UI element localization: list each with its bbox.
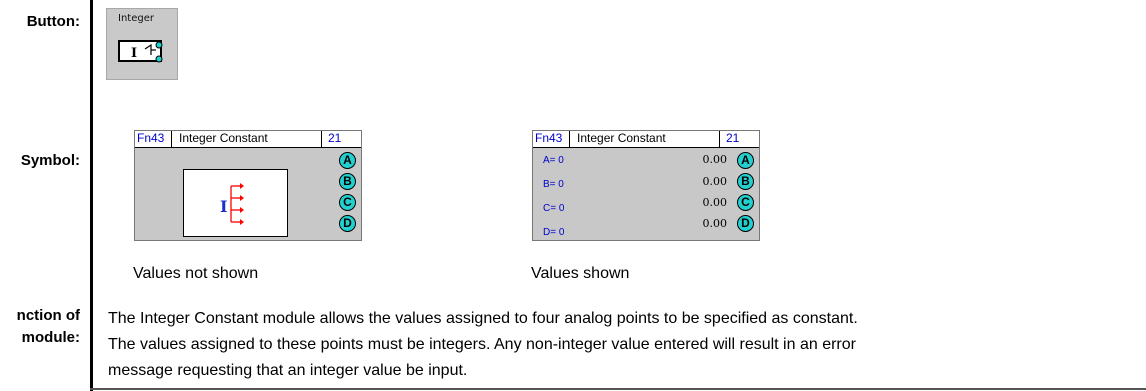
svg-text:I: I (220, 197, 227, 216)
pin-a-value: 0.00 (702, 153, 728, 166)
caption-values-not-shown: Values not shown (133, 265, 259, 282)
pin-d-output[interactable]: D (737, 215, 754, 232)
description-line: The values assigned to these points must… (108, 336, 856, 353)
pin-b-output[interactable]: B (737, 173, 754, 190)
pin-d-value: 0.00 (702, 217, 728, 230)
integer-constant-palette-button[interactable]: Integer I (106, 8, 178, 80)
label-symbol: Symbol: (20, 152, 80, 169)
pin-b-value-label: B= 0 (543, 179, 564, 190)
module-header: Fn43 Integer Constant 21 (533, 131, 759, 148)
description-line: message requesting that an integer value… (108, 362, 468, 379)
pin-d-output[interactable]: D (339, 215, 356, 232)
integer-constant-icon: I (118, 40, 163, 63)
module-title: Integer Constant (577, 131, 666, 145)
pin-c-output[interactable]: C (737, 194, 754, 211)
svg-text:I: I (131, 46, 137, 61)
pin-c-output[interactable]: C (339, 194, 356, 211)
module-header: Fn43 Integer Constant 21 (135, 131, 361, 148)
palette-button-caption: Integer (118, 13, 154, 24)
table-divider-bottom (90, 388, 1146, 390)
label-function-line2: module: (21, 329, 80, 346)
pin-b-output[interactable]: B (339, 173, 356, 190)
module-function-description: The Integer Constant module allows the v… (108, 306, 1144, 384)
module-symbol-values-shown[interactable]: Fn43 Integer Constant 21 A= 0 0.00 A B= … (532, 130, 760, 241)
module-symbol-values-hidden[interactable]: Fn43 Integer Constant 21 I A B C D (134, 130, 362, 241)
pin-c-value: 0.00 (702, 196, 728, 209)
description-line: The Integer Constant module allows the v… (108, 310, 858, 327)
caption-values-shown: Values shown (531, 265, 630, 282)
table-divider-vertical (90, 0, 93, 391)
module-title: Integer Constant (179, 131, 268, 145)
pin-b-value: 0.00 (702, 175, 728, 188)
pin-a-output[interactable]: A (339, 152, 356, 169)
module-fn-id: Fn43 (135, 131, 172, 147)
module-icon-box: I (183, 169, 288, 237)
label-button: Button: (26, 13, 80, 30)
pin-a-output[interactable]: A (737, 152, 754, 169)
label-function-line1: nction of (16, 307, 80, 324)
module-fn-id: Fn43 (533, 131, 570, 147)
pin-a-value-label: A= 0 (543, 155, 564, 166)
module-number: 21 (719, 131, 759, 147)
pin-d-value-label: D= 0 (543, 227, 565, 238)
integer-constant-icon: I (220, 183, 244, 225)
module-number: 21 (321, 131, 361, 147)
pin-c-value-label: C= 0 (543, 203, 565, 214)
